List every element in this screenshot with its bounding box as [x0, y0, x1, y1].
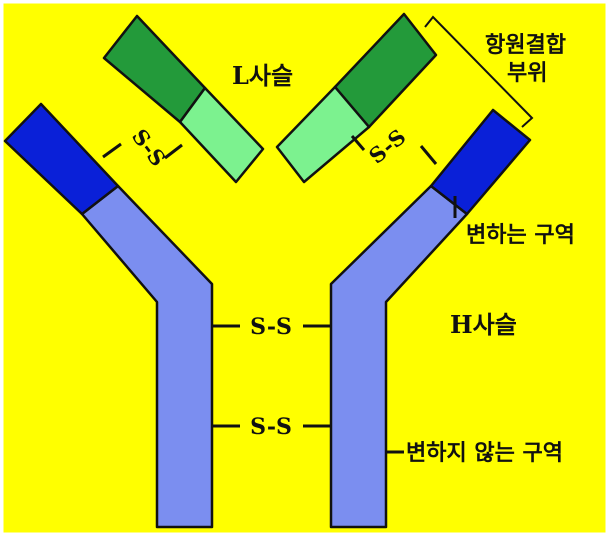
antigen-binding-site-label-line2: 부위	[507, 60, 547, 86]
left-heavy-chain-variable	[3, 102, 120, 216]
heavy-chain-label: H사슬	[450, 310, 517, 339]
left-lh-bond-line-1	[102, 142, 122, 159]
hinge-lower-ss-label: S-S	[250, 414, 292, 440]
antigen-binding-site-bracket	[424, 15, 534, 128]
right-lh-bond-line-1	[350, 135, 366, 151]
variable-region-label: 변하는 구역	[466, 222, 575, 248]
right-heavy-chain-variable	[429, 108, 532, 216]
right-lh-bond-line-2	[419, 145, 438, 165]
left-light-chain-constant	[178, 86, 265, 184]
antigen-binding-site-label-line1: 항원결합	[485, 32, 566, 58]
disulfide-connectors	[102, 135, 438, 428]
hinge-upper-ss-label: S-S	[250, 314, 292, 340]
constant-region-label: 변하지 않는 구역	[406, 440, 563, 466]
light-chain-label: L사슬	[232, 61, 293, 90]
label-leader-lines	[386, 196, 457, 454]
right-light-chain-constant	[275, 85, 371, 184]
left-lh-bond-line-2	[164, 143, 183, 160]
